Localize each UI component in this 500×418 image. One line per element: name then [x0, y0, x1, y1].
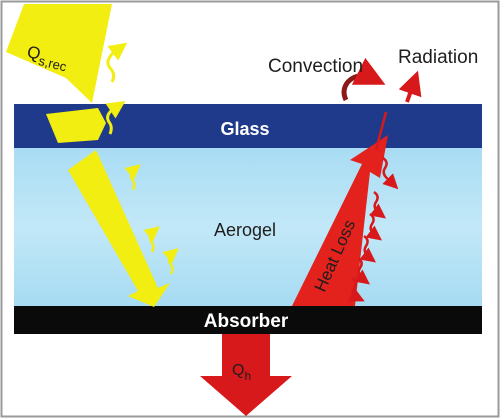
aerogel-label: Aerogel [214, 220, 276, 240]
heat-output-label: Qh [232, 362, 251, 383]
solar-input-arrow-icon [6, 4, 112, 103]
absorber-layer [14, 306, 482, 334]
convection-arrow-icon [341, 57, 386, 102]
reflection-wavy-arrow-icon [124, 164, 141, 191]
solar-glass-arrow-icon [46, 108, 106, 143]
radiative-loss-wavy-arrow-icon [369, 190, 386, 219]
heat-loss-stem-icon [374, 111, 388, 151]
glass-label: Glass [220, 119, 269, 139]
solar-input-main-text: Q [25, 42, 42, 64]
solar-transmitted-arrow-icon [68, 150, 170, 307]
radiative-loss-wavy-arrow-icon [359, 234, 376, 263]
solar-input-subscript: s,rec [37, 53, 68, 74]
reflection-wavy-arrow-icon [143, 226, 160, 253]
heat-loss-arrow-icon [292, 135, 388, 306]
reflection-wavy-arrow-icon [162, 248, 179, 275]
radiative-loss-wavy-arrow-icon [365, 212, 382, 241]
heat-output-subscript: h [244, 369, 251, 383]
reflection-wavy-arrow-icon [106, 42, 128, 83]
radiative-loss-wavy-arrow-icon [353, 256, 370, 285]
solar-input-label: Qs,rec [24, 42, 70, 74]
heat-output-arrow-icon [200, 334, 292, 416]
radiative-loss-wavy-arrow-icon [382, 156, 399, 190]
heat-output-main-text: Q [232, 362, 244, 379]
reflection-wavy-arrow-icon [105, 101, 126, 135]
convection-label: Convection [268, 56, 363, 77]
radiative-loss-wavy-arrow-icon [347, 276, 365, 302]
radiation-label: Radiation [398, 47, 478, 68]
radiation-arrow-icon [398, 70, 422, 103]
absorber-label: Absorber [204, 311, 289, 332]
